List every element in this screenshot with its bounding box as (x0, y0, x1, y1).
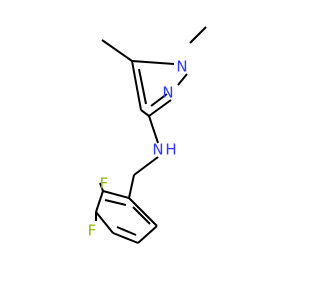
bond-c5-n1 (131, 60, 175, 65)
bond-nh-ch2 (133, 156, 159, 176)
atom-f2: F (88, 222, 97, 240)
bond-c4b-c5b (112, 232, 139, 244)
atom-n2: N (162, 84, 173, 102)
bond-c4-c5-inner (138, 68, 147, 105)
bond-c4-c5 (131, 60, 142, 111)
bond-c5-methyl (101, 39, 133, 62)
structure-diagram: N N N H F F (88, 26, 207, 244)
bond-c4-c3-inner (140, 109, 150, 117)
atom-nh: N (152, 141, 163, 159)
bond-benz-inner-3 (132, 206, 151, 225)
atom-n1: N (176, 58, 187, 76)
bond-c5b-c6b (137, 225, 158, 244)
bond-c3-nh (148, 115, 159, 144)
bond-n2-c3 (148, 99, 172, 117)
bond-c2-f (99, 182, 104, 192)
atom-f1: F (100, 175, 109, 193)
bond-n1-n2 (177, 73, 188, 86)
bond-benz-inner-2 (116, 226, 137, 236)
bond-benz-inner-1 (104, 199, 127, 206)
bond-c2-c3b (95, 190, 104, 213)
bond-ch2-c1 (128, 174, 135, 199)
molecule-canvas: N N N H F F (87, 26, 207, 244)
bond-n1-methyl (189, 26, 207, 44)
bond-c1-c2 (102, 190, 130, 199)
atom-nh-h: H (165, 141, 176, 159)
bond-c6b-c1 (128, 197, 158, 227)
bond-c3b-c4b (95, 211, 114, 234)
bond-n2-c3-inner (150, 93, 168, 107)
